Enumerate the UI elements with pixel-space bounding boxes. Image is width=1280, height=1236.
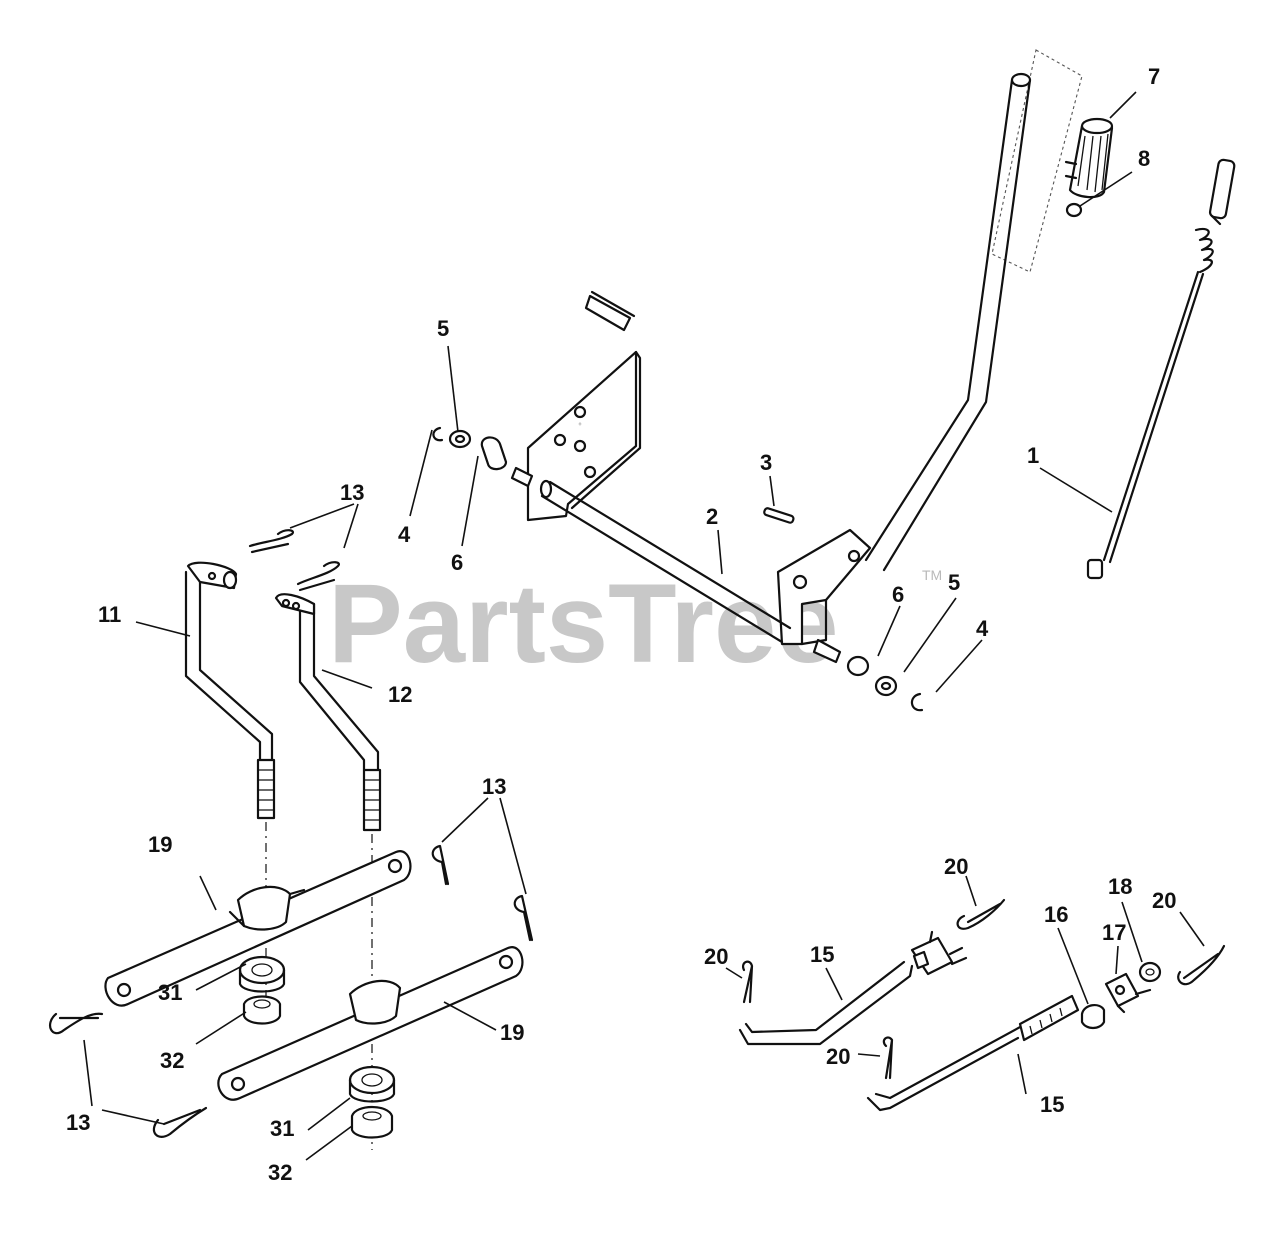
callout-20: 20	[1152, 888, 1176, 913]
callout-20: 20	[704, 944, 728, 969]
callout-20: 20	[944, 854, 968, 879]
callout-13: 13	[66, 1110, 90, 1135]
callout-32: 32	[160, 1048, 184, 1073]
callout-17: 17	[1102, 920, 1126, 945]
callout-4: 4	[398, 522, 411, 547]
callout-20: 20	[826, 1044, 850, 1069]
callout-18: 18	[1108, 874, 1132, 899]
callout-31: 31	[270, 1116, 294, 1141]
callout-1: 1	[1027, 443, 1039, 468]
part-hairpins-linkage	[742, 898, 1226, 1080]
part-hairpins-arms	[48, 844, 534, 1138]
part-bushings-upper	[238, 955, 286, 1025]
callout-13: 13	[482, 774, 506, 799]
callout-13: 13	[340, 480, 364, 505]
callout-5: 5	[948, 570, 960, 595]
part-bushing-left	[480, 436, 508, 471]
callout-labels: 1 2 3 4 4 5 5 6 6 7 8 11 12 13 13 13 15 …	[66, 64, 1176, 1185]
callout-16: 16	[1044, 902, 1068, 927]
callout-3: 3	[760, 450, 772, 475]
part-lift-arm-upper	[104, 850, 412, 1007]
part-lift-link-left	[184, 561, 276, 820]
part-adjust-nut	[1080, 1004, 1106, 1030]
part-roll-pin	[763, 507, 795, 524]
part-hairpins-top	[248, 529, 340, 592]
callout-32: 32	[268, 1160, 292, 1185]
callout-6: 6	[892, 582, 904, 607]
part-lift-rod	[1086, 158, 1236, 580]
part-linkage-rod-lower	[866, 994, 1080, 1112]
part-bushing-right	[846, 655, 870, 677]
part-swivel-block	[1104, 972, 1152, 1014]
part-lift-lever	[776, 72, 1032, 646]
phantom-grip-outline	[991, 49, 1083, 273]
callout-2: 2	[706, 504, 718, 529]
part-linkage-rod-upper	[738, 930, 968, 1046]
part-clip-left	[432, 426, 444, 442]
callout-11: 11	[98, 602, 121, 627]
part-grip	[1064, 117, 1114, 199]
callout-4: 4	[976, 616, 989, 641]
right-shaft-hardware	[846, 655, 924, 712]
callout-19: 19	[148, 832, 172, 857]
callout-6: 6	[451, 550, 463, 575]
callout-15: 15	[810, 942, 834, 967]
callout-7: 7	[1148, 64, 1160, 89]
part-cross-shaft	[510, 466, 842, 664]
callout-12: 12	[388, 682, 412, 707]
part-lift-arm-lower	[217, 946, 524, 1101]
callout-19: 19	[500, 1020, 524, 1045]
callout-15: 15	[1040, 1092, 1064, 1117]
callout-5: 5	[437, 316, 449, 341]
part-mount-plate	[526, 290, 642, 522]
part-cap	[1065, 202, 1083, 218]
callout-8: 8	[1138, 146, 1150, 171]
watermark-trademark: TM	[922, 567, 942, 583]
left-shaft-hardware	[432, 426, 508, 471]
part-lift-link-right	[274, 593, 382, 832]
leader-lines	[83, 91, 1205, 1161]
callout-31: 31	[158, 980, 182, 1005]
part-bushings-lower	[348, 1065, 396, 1139]
part-swivel-washer	[1138, 961, 1162, 983]
part-clip-right	[910, 692, 924, 712]
watermark-text: PartsTree	[328, 561, 839, 686]
